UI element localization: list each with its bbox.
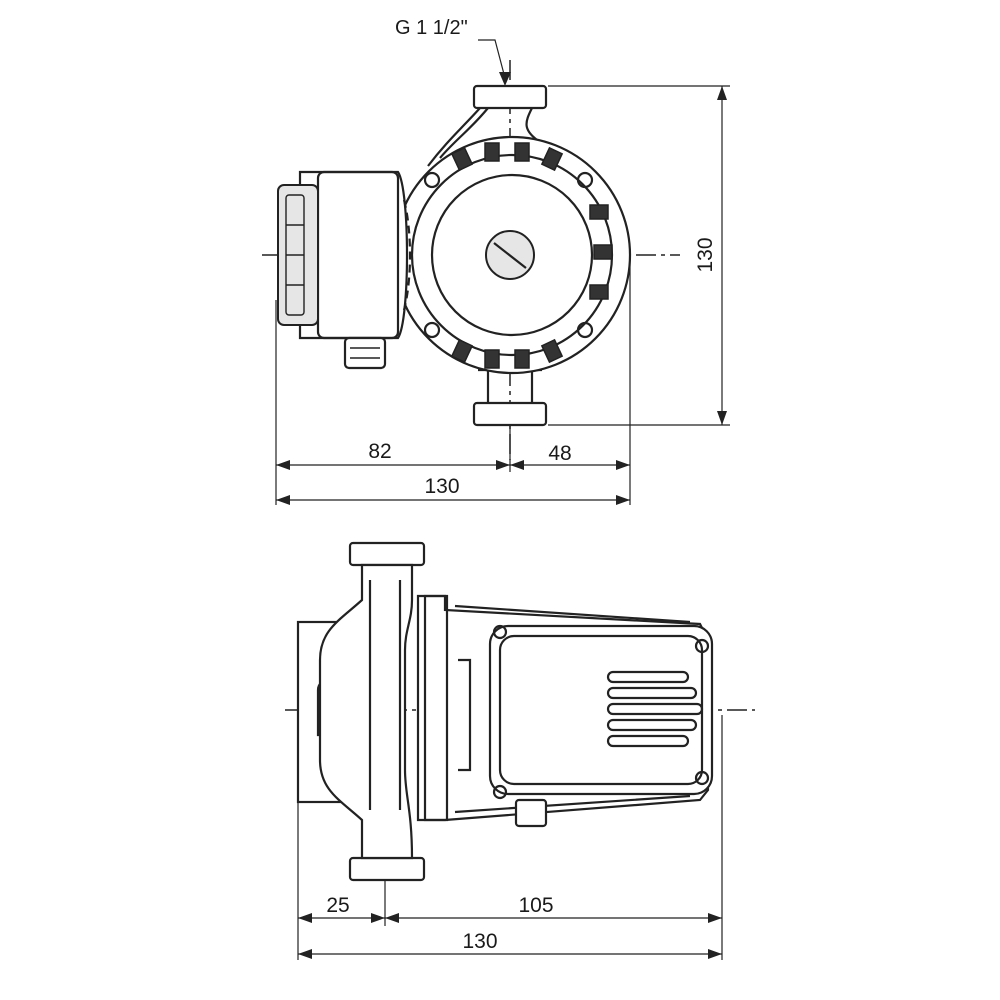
bolt-icon bbox=[576, 171, 594, 189]
dimension-height: 130 bbox=[548, 85, 730, 426]
arrow-icon bbox=[499, 72, 511, 86]
svg-text:82: 82 bbox=[368, 440, 391, 463]
dimension-total-width-top: 130 bbox=[276, 475, 630, 505]
screw-icon bbox=[492, 784, 508, 800]
svg-text:105: 105 bbox=[518, 894, 553, 917]
pump-housing bbox=[392, 135, 632, 375]
svg-text:25: 25 bbox=[326, 894, 349, 917]
svg-text:48: 48 bbox=[548, 442, 571, 465]
control-faceplate bbox=[488, 624, 714, 796]
vent-grille-icon bbox=[606, 670, 704, 748]
bolt-icon bbox=[423, 171, 441, 189]
terminal-box bbox=[277, 170, 412, 370]
top-view: G 1 1/2" 130 82 48 bbox=[262, 17, 730, 505]
screw-icon bbox=[694, 770, 710, 786]
dimension-partial-widths: 82 48 bbox=[275, 255, 631, 505]
side-view: 25 105 130 bbox=[285, 541, 755, 960]
motor-housing bbox=[416, 594, 714, 828]
dimension-total-width-side: 130 bbox=[298, 930, 722, 959]
bolt-icon bbox=[576, 321, 594, 339]
side-pipe bbox=[318, 541, 426, 882]
svg-text:130: 130 bbox=[424, 475, 459, 498]
screw-icon bbox=[694, 638, 710, 654]
latch bbox=[514, 798, 548, 828]
screw-icon bbox=[492, 624, 508, 640]
thread-leader-line bbox=[478, 39, 506, 79]
svg-text:130: 130 bbox=[694, 237, 717, 272]
bolt-icon bbox=[423, 321, 441, 339]
svg-text:130: 130 bbox=[462, 930, 497, 953]
thread-size-label: G 1 1/2" bbox=[395, 17, 468, 39]
dimension-side-partial: 25 105 bbox=[297, 715, 723, 960]
cable-gland bbox=[343, 336, 387, 370]
